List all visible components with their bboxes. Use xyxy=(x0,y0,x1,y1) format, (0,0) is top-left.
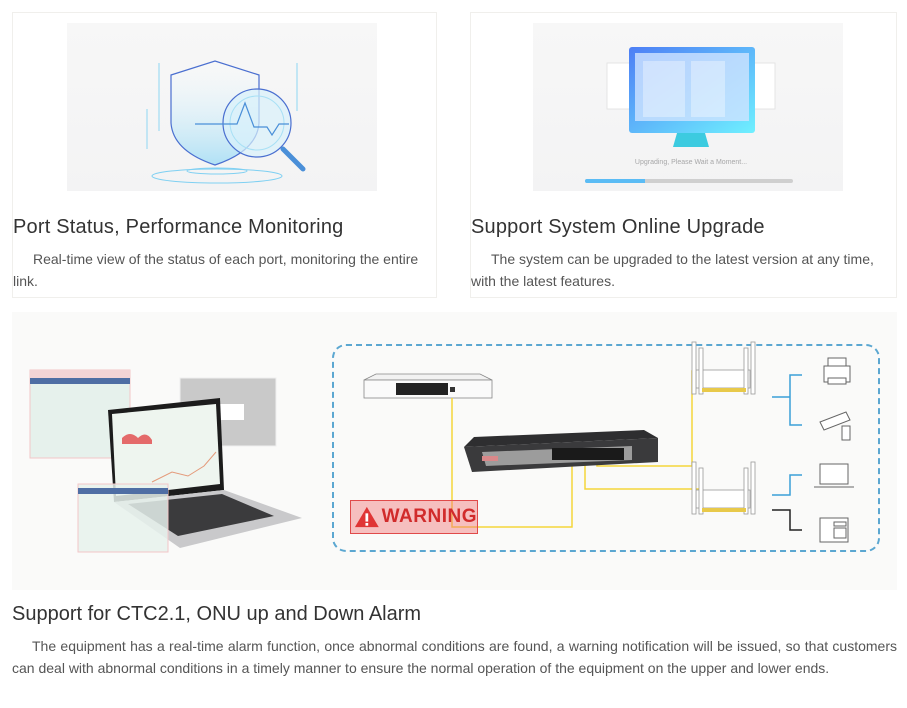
feature-card-online-upgrade: Upgrading, Please Wait a Moment... Suppo… xyxy=(470,12,897,298)
upgrade-progress-bar xyxy=(585,179,793,183)
ethernet-lines xyxy=(772,374,802,531)
feature-description: The system can be upgraded to the latest… xyxy=(471,251,874,289)
upgrade-illustration: Upgrading, Please Wait a Moment... xyxy=(533,23,843,191)
warning-triangle-icon xyxy=(354,506,379,528)
monitor-icon: Upgrading, Please Wait a Moment... xyxy=(606,47,776,166)
onu-router-icon xyxy=(691,341,756,395)
alarm-banner-illustration: WARNING xyxy=(12,312,897,590)
phone-icon xyxy=(819,517,849,543)
poe-switch-icon xyxy=(464,430,658,472)
laptop-dashboard-illustration xyxy=(12,312,322,590)
port-monitoring-illustration xyxy=(67,23,377,191)
security-camera-icon xyxy=(819,411,851,441)
feature-title: Port Status, Performance Monitoring xyxy=(13,216,344,238)
printer-icon xyxy=(823,357,851,385)
olt-switch-icon xyxy=(363,373,493,399)
upgrade-status-text: Upgrading, Please Wait a Moment... xyxy=(635,159,747,166)
shield-magnifier-icon xyxy=(146,60,306,184)
topology-lines xyxy=(363,341,854,543)
feature-title: Support System Online Upgrade xyxy=(471,216,765,238)
upgrade-progress-fill xyxy=(585,179,646,183)
warning-label: WARNING xyxy=(381,506,477,527)
feature-card-port-status: Port Status, Performance Monitoring Real… xyxy=(12,12,437,298)
section-description: The equipment has a real-time alarm func… xyxy=(12,638,897,676)
section-title: Support for CTC2.1, ONU up and Down Alar… xyxy=(12,603,422,625)
onu-router-icon xyxy=(691,461,756,515)
laptop-icon xyxy=(29,369,302,553)
warning-alert-badge: WARNING xyxy=(350,500,478,534)
feature-description: Real-time view of the status of each por… xyxy=(13,251,419,289)
laptop-device-icon xyxy=(814,463,854,488)
network-topology-diagram xyxy=(332,344,880,552)
